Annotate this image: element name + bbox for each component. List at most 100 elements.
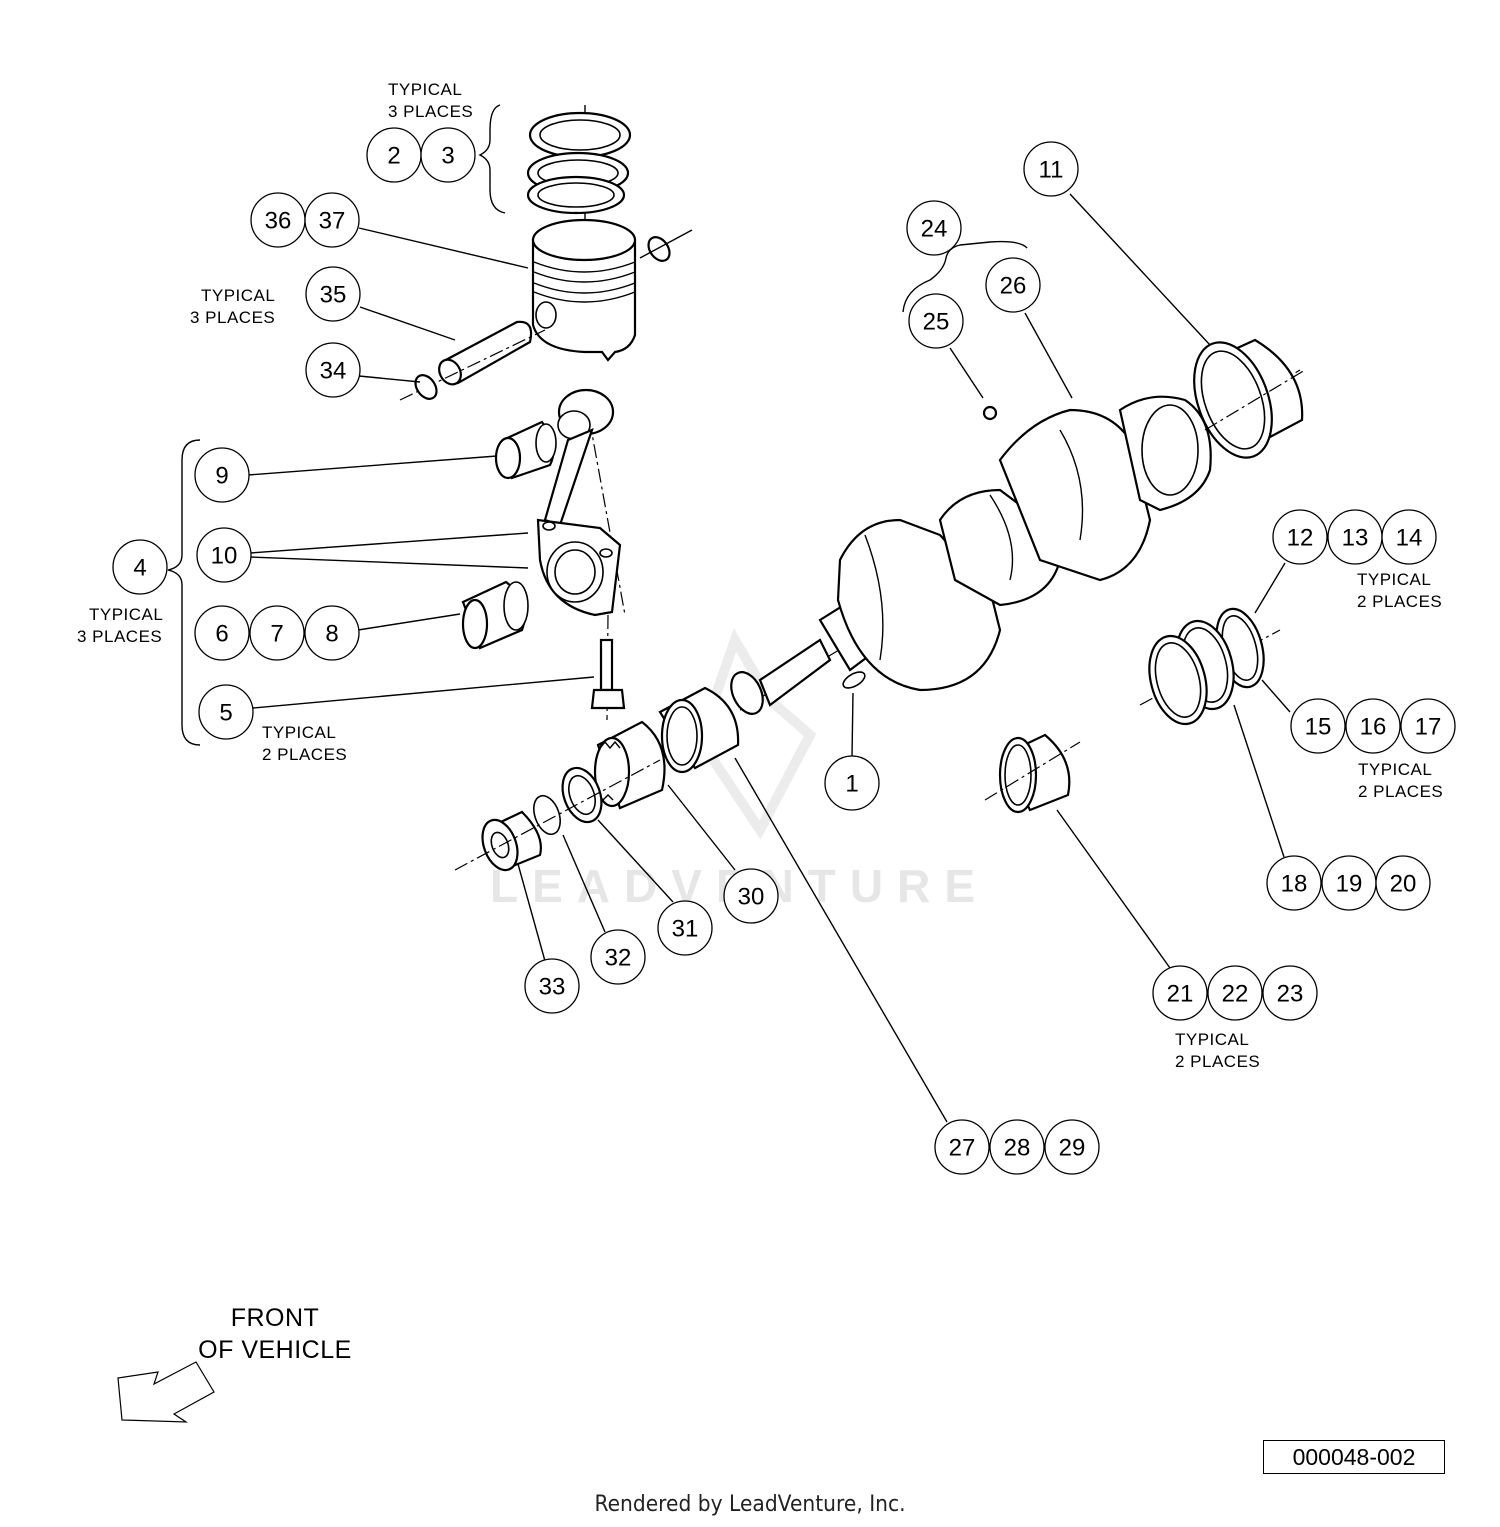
svg-text:35: 35 [320,282,347,309]
svg-text:TYPICAL: TYPICAL [1358,760,1432,779]
main-bearing-middle [984,733,1081,814]
rod-bolt [590,614,626,721]
svg-text:21: 21 [1167,981,1194,1008]
svg-text:1: 1 [845,771,858,798]
note-seal-typical: TYPICAL 2 PLACES [1357,570,1442,611]
svg-text:25: 25 [923,309,950,336]
main-seal-assembly [1139,607,1281,726]
callout-27: 27 [934,1119,990,1175]
callout-11: 11 [1023,141,1079,197]
front-main-bearing [658,686,740,774]
callout-19: 19 [1321,855,1377,911]
svg-text:2 PLACES: 2 PLACES [1175,1052,1260,1071]
o-ring [533,794,561,836]
crankshaft [730,369,1301,715]
svg-text:2: 2 [387,143,400,170]
callout-32: 32 [590,929,646,985]
svg-text:10: 10 [211,543,238,570]
svg-text:9: 9 [215,463,228,490]
callout-12: 12 [1272,509,1328,565]
piston-rings [526,105,632,240]
main-bearing-top [1193,338,1306,459]
callout-34: 34 [305,342,361,398]
callout-22: 22 [1207,965,1263,1021]
svg-text:13: 13 [1342,525,1369,552]
note-pin-typical: TYPICAL 3 PLACES [190,286,275,327]
callout-31: 31 [657,900,713,956]
crank-key [982,405,998,421]
svg-text:6: 6 [215,621,228,648]
callout-14: 14 [1381,509,1437,565]
svg-text:7: 7 [270,621,283,648]
svg-text:24: 24 [921,216,948,243]
callout-9: 9 [194,447,250,503]
bracket-rings [478,104,506,214]
leader-lines [247,193,1291,1123]
callout-13: 13 [1327,509,1383,565]
piston-pin [399,320,546,401]
svg-text:3 PLACES: 3 PLACES [388,102,473,121]
pin-clip-right [639,229,693,262]
svg-text:3: 3 [441,143,454,170]
callout-20: 20 [1375,855,1431,911]
note-bolt-typical: TYPICAL 2 PLACES [262,723,347,764]
svg-text:14: 14 [1396,525,1423,552]
callout-17: 17 [1400,698,1456,754]
callout-28: 28 [989,1119,1045,1175]
svg-text:FRONT: FRONT [231,1304,320,1332]
svg-text:11: 11 [1039,157,1064,184]
credit-footer: Rendered by LeadVenture, Inc. [594,1492,906,1517]
svg-text:TYPICAL: TYPICAL [1175,1030,1249,1049]
callout-21: 21 [1152,965,1208,1021]
svg-text:TYPICAL: TYPICAL [388,80,462,99]
svg-text:27: 27 [949,1135,976,1162]
svg-text:8: 8 [325,621,338,648]
callout-36: 36 [250,192,306,248]
note-rings-typical: TYPICAL 3 PLACES [388,80,473,121]
small-end-bushing [494,420,557,480]
callout-35: 35 [305,266,361,322]
crank-gear [593,720,666,810]
svg-text:2 PLACES: 2 PLACES [1358,782,1443,801]
front-arrow-icon [117,1361,215,1423]
callout-1: 1 [824,755,880,811]
svg-text:26: 26 [1000,273,1027,300]
callout-25: 25 [908,293,964,349]
bracket-rod-group [167,439,201,746]
drawing-number: 000048-002 [1263,1440,1445,1474]
callout-24: 24 [906,200,962,256]
svg-text:34: 34 [320,358,347,385]
svg-text:12: 12 [1287,525,1314,552]
svg-text:19: 19 [1336,871,1363,898]
svg-text:28: 28 [1004,1135,1031,1162]
front-seal [454,759,661,872]
callout-16: 16 [1345,698,1401,754]
front-of-vehicle-label: FRONT OF VEHICLE [198,1304,352,1364]
svg-text:4: 4 [133,555,146,582]
svg-text:33: 33 [539,974,566,1001]
callout-33: 33 [524,958,580,1014]
svg-text:22: 22 [1222,981,1249,1008]
note-main-typical: TYPICAL 2 PLACES [1175,1030,1260,1071]
svg-text:37: 37 [319,208,346,235]
svg-text:TYPICAL: TYPICAL [1357,570,1431,589]
connecting-rod [536,388,626,617]
svg-text:30: 30 [738,884,765,911]
callout-18: 18 [1266,855,1322,911]
svg-text:3 PLACES: 3 PLACES [77,627,162,646]
svg-text:OF VEHICLE: OF VEHICLE [198,1336,352,1364]
callout-8: 8 [304,605,360,661]
svg-text:18: 18 [1281,871,1308,898]
callout-2: 2 [366,127,422,183]
piston [531,218,637,362]
callout-4: 4 [112,539,168,595]
callout-26: 26 [985,257,1041,313]
callout-29: 29 [1044,1119,1100,1175]
svg-text:31: 31 [672,916,699,943]
callout-30: 30 [723,868,779,924]
svg-text:2 PLACES: 2 PLACES [1357,592,1442,611]
callout-37: 37 [304,192,360,248]
svg-text:20: 20 [1390,871,1417,898]
callout-15: 15 [1290,698,1346,754]
